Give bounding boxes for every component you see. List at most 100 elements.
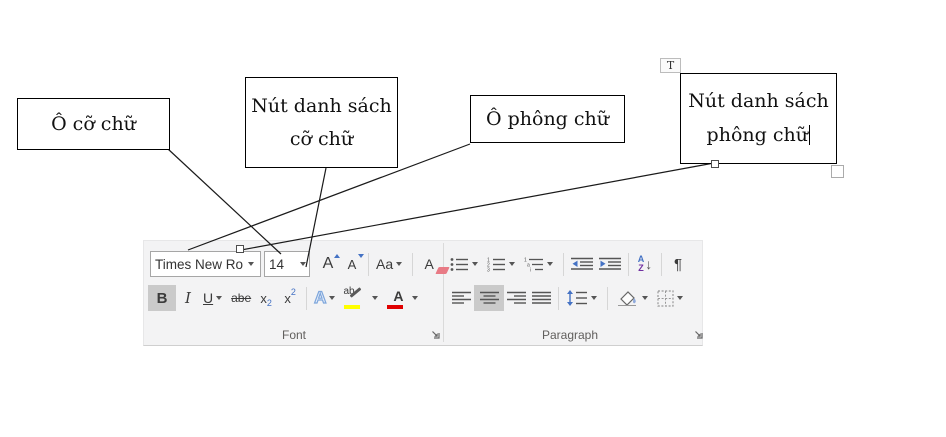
highlight-dropdown-icon xyxy=(372,296,379,300)
svg-text:i: i xyxy=(530,267,531,272)
callout-text: Ô phông chữ xyxy=(485,107,609,130)
increase-indent-icon xyxy=(599,257,621,270)
font-name-value: Times New Ro xyxy=(155,257,244,272)
separator xyxy=(628,252,629,276)
textbox-anchor-icon: T xyxy=(660,58,681,73)
paragraph-dialog-launcher[interactable] xyxy=(693,329,704,340)
grow-font-button[interactable]: A xyxy=(316,251,340,277)
callout-font-size-list-button[interactable]: Nút danh sách cỡ chữ xyxy=(245,77,398,168)
separator xyxy=(306,286,308,310)
shrink-font-button[interactable]: A xyxy=(340,251,364,277)
paragraph-group-row1: 1 2 3 1 a i xyxy=(447,249,690,279)
text-effects-button[interactable]: A xyxy=(311,285,341,311)
subscript-icon: x xyxy=(260,290,267,306)
separator xyxy=(563,252,564,276)
numbering-icon: 1 2 3 xyxy=(487,257,505,272)
font-size-combobox[interactable]: 14 xyxy=(264,251,310,277)
callout-text-line2: phông chữ xyxy=(707,125,811,145)
line-spacing-dropdown-icon xyxy=(591,296,597,300)
bold-button[interactable]: B xyxy=(148,285,176,311)
clear-formatting-icon: A xyxy=(424,256,434,272)
callout-font-size-box[interactable]: Ô cỡ chữ xyxy=(17,98,170,150)
line-fontlist-to-font-arrow[interactable] xyxy=(240,162,715,251)
shading-bucket-icon xyxy=(618,290,636,306)
text-cursor xyxy=(808,125,811,145)
grow-font-icon: A xyxy=(322,255,334,272)
bullets-button[interactable] xyxy=(447,251,484,277)
change-case-icon: Aa xyxy=(376,256,394,272)
line-spacing-button[interactable] xyxy=(563,285,603,311)
align-center-icon xyxy=(479,291,499,304)
multilevel-list-icon: 1 a i xyxy=(524,257,543,272)
italic-button[interactable]: I xyxy=(176,285,200,311)
align-right-icon xyxy=(507,291,526,304)
font-color-dropdown-icon xyxy=(412,296,419,300)
underline-button[interactable]: U xyxy=(200,285,228,311)
separator xyxy=(368,252,369,276)
increase-indent-button[interactable] xyxy=(596,251,624,277)
callout-font-name-box[interactable]: Ô phông chữ xyxy=(470,95,625,143)
line-spacing-icon xyxy=(567,290,587,306)
font-size-dropdown-icon[interactable] xyxy=(300,262,306,266)
strikethrough-icon: abe xyxy=(231,291,252,305)
decrease-indent-icon xyxy=(571,257,593,270)
textbox-resize-handle[interactable] xyxy=(831,165,844,178)
highlight-color-button[interactable]: ab xyxy=(341,285,379,311)
callout-text: phông chữ xyxy=(706,124,808,146)
callout-text-line1: Nút danh sách xyxy=(251,94,392,117)
highlight-yellow-bar xyxy=(344,305,361,309)
underline-icon: U xyxy=(203,290,214,306)
underline-dropdown-icon[interactable] xyxy=(216,296,223,300)
align-left-icon xyxy=(452,291,471,304)
align-center-button[interactable] xyxy=(474,285,504,311)
pilcrow-icon: ¶ xyxy=(673,255,683,273)
italic-icon: I xyxy=(185,289,191,307)
align-right-button[interactable] xyxy=(504,285,529,311)
font-name-dropdown-icon[interactable] xyxy=(248,262,254,266)
font-name-combobox[interactable]: Times New Ro xyxy=(150,251,261,277)
font-color-button[interactable]: A xyxy=(383,285,419,311)
paragraph-group-label: Paragraph xyxy=(541,328,599,342)
shading-dropdown-icon xyxy=(642,296,648,300)
decrease-indent-button[interactable] xyxy=(568,251,596,277)
change-case-button[interactable]: Aa xyxy=(373,251,408,277)
multilevel-list-button[interactable]: 1 a i xyxy=(521,251,559,277)
change-case-dropdown-icon xyxy=(396,262,403,266)
font-group-label: Font xyxy=(281,328,306,342)
show-hide-pilcrow-button[interactable]: ¶ xyxy=(666,251,690,277)
line-startpoint-handle[interactable] xyxy=(711,160,719,168)
anchor-glyph: T xyxy=(666,59,675,72)
callout-font-list-button[interactable]: Nút danh sách phông chữ xyxy=(680,73,837,164)
separator xyxy=(558,286,559,310)
borders-button[interactable] xyxy=(654,285,689,311)
justify-icon xyxy=(532,291,551,304)
align-left-button[interactable] xyxy=(449,285,474,311)
shrink-font-caret-icon xyxy=(358,254,364,258)
superscript-mark: 2 xyxy=(290,287,296,297)
callout-text-line1: Nút danh sách xyxy=(688,90,829,112)
font-dialog-launcher[interactable] xyxy=(430,329,441,340)
strikethrough-button[interactable]: abe xyxy=(228,285,254,311)
separator xyxy=(607,286,608,310)
svg-text:a: a xyxy=(527,262,530,268)
highlight-ab-icon: ab xyxy=(343,286,355,297)
ribbon-font-paragraph: Times New Ro 14 A A Aa A xyxy=(143,240,703,346)
group-separator xyxy=(443,243,444,342)
sort-arrow-icon: ↓ xyxy=(645,256,653,272)
clear-formatting-button[interactable]: A xyxy=(417,251,450,277)
numbering-dropdown-icon xyxy=(509,262,515,266)
numbering-button[interactable]: 1 2 3 xyxy=(484,251,521,277)
callout-text-line2: cỡ chữ xyxy=(289,127,354,150)
shading-button[interactable] xyxy=(612,285,654,311)
sort-button[interactable]: A Z ↓ xyxy=(633,251,657,277)
line-endpoint-handle[interactable] xyxy=(236,245,244,253)
paragraph-group-row2 xyxy=(449,283,689,313)
shrink-font-icon: A xyxy=(347,256,357,272)
justify-button[interactable] xyxy=(529,285,554,311)
subscript-mark: 2 xyxy=(266,298,272,308)
borders-dropdown-icon xyxy=(677,296,683,300)
